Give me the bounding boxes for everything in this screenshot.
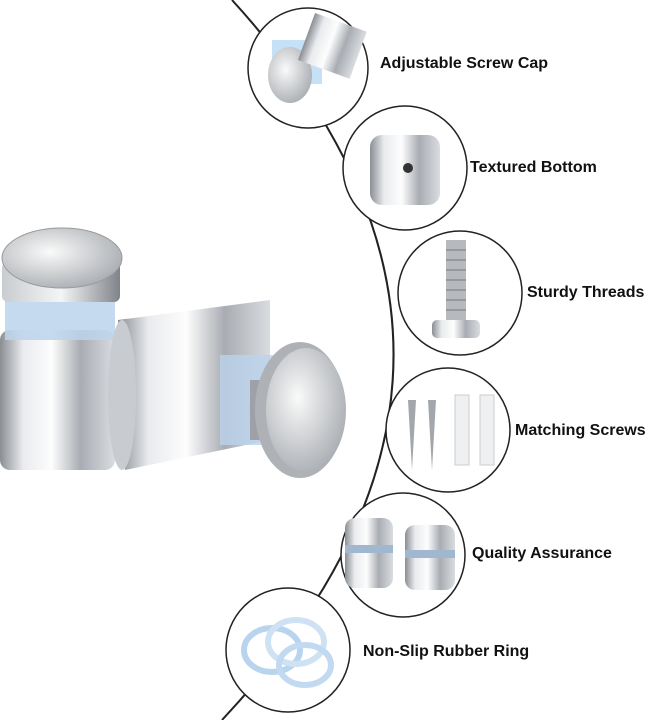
feature-label-matching-screws: Matching Screws: [515, 422, 646, 439]
standoff-angled: [108, 300, 346, 478]
feature-circle-6: [225, 587, 351, 713]
feature-circle-2: [342, 105, 468, 231]
feature-label-rubber-ring: Non-Slip Rubber Ring: [363, 643, 530, 660]
feature-label-quality-assurance: Quality Assurance: [472, 545, 612, 562]
feature-circle-1: [247, 7, 369, 129]
feature-circle-5: [340, 492, 466, 618]
standoff-large: [0, 227, 123, 470]
feature-circle-4: [385, 367, 511, 493]
feature-label-sturdy-threads: Sturdy Threads: [527, 284, 645, 301]
feature-circle-3: [397, 230, 523, 356]
feature-label-textured-bottom: Textured Bottom: [470, 159, 597, 176]
feature-label-screw-cap: Adjustable Screw Cap: [380, 55, 549, 72]
